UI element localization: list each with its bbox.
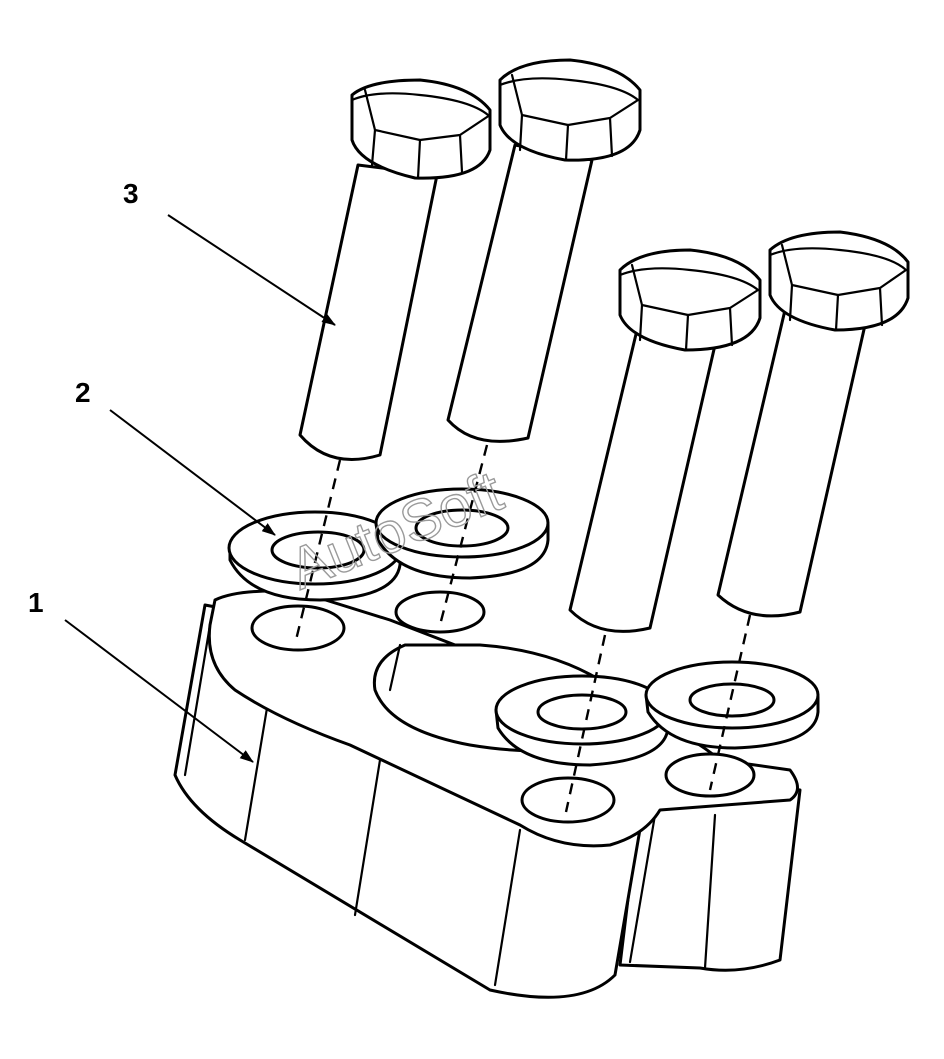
washer-4 bbox=[644, 660, 820, 750]
callout-1: 1 bbox=[28, 587, 254, 763]
bolt-1 bbox=[298, 78, 492, 461]
bolts bbox=[298, 58, 910, 633]
callout-label-2: 2 bbox=[75, 377, 91, 408]
callout-label-3: 3 bbox=[123, 178, 139, 209]
bolt-2 bbox=[446, 58, 642, 443]
washer-1 bbox=[227, 510, 403, 602]
washer-3 bbox=[494, 674, 670, 767]
washers bbox=[227, 487, 820, 767]
watermark-text: AutoSoft bbox=[281, 458, 512, 602]
bolt-3 bbox=[568, 248, 762, 633]
callout-label-1: 1 bbox=[28, 587, 44, 618]
leader-line-3 bbox=[167, 214, 336, 326]
callout-3: 3 bbox=[123, 178, 336, 326]
leader-line-2 bbox=[109, 409, 276, 536]
center-lines bbox=[294, 444, 752, 813]
washer-2 bbox=[374, 487, 550, 580]
callout-2: 2 bbox=[75, 377, 276, 536]
flange-body bbox=[173, 589, 802, 999]
bolt-4 bbox=[716, 230, 910, 618]
leader-line-1 bbox=[64, 619, 254, 763]
